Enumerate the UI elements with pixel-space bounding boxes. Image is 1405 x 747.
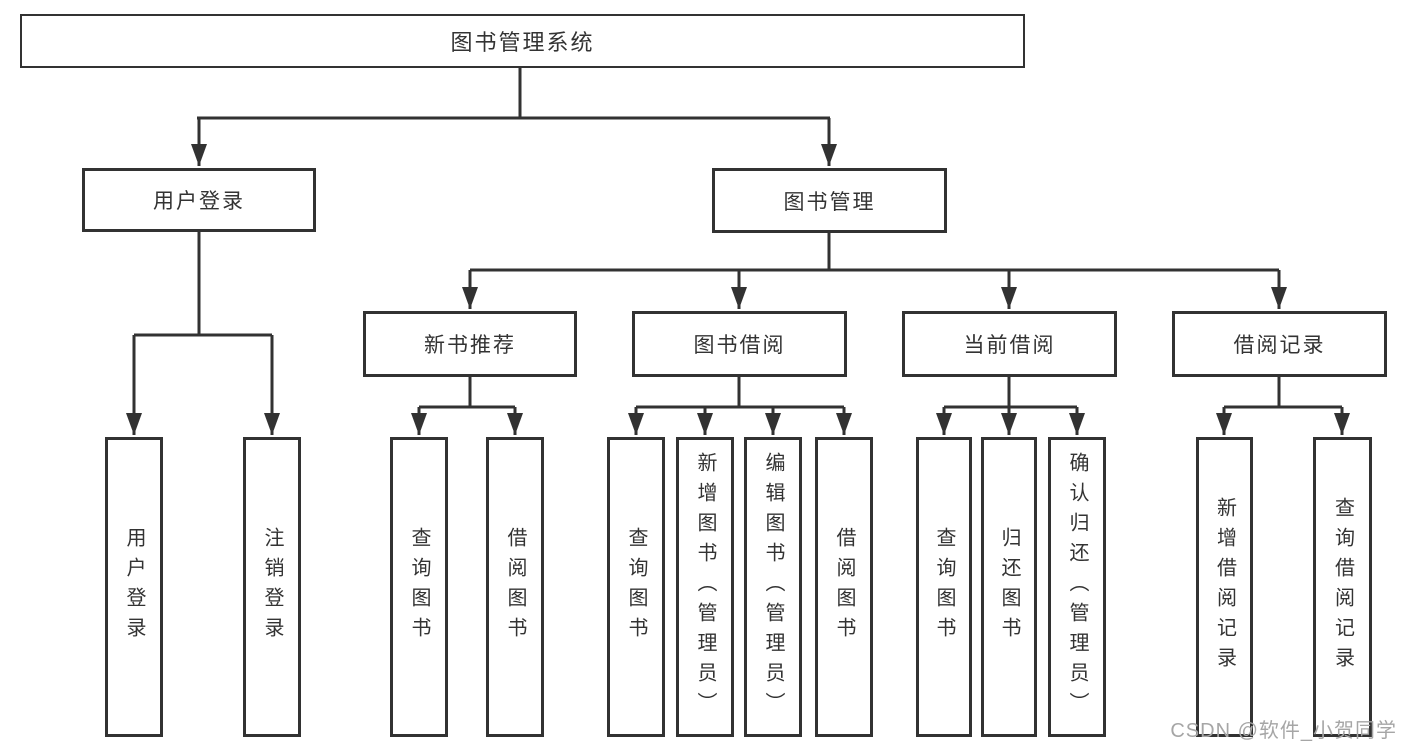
leaf-label: 查询图书 <box>625 527 647 647</box>
node-current-borrow: 当前借阅 <box>902 311 1117 377</box>
connector-user-login-children <box>126 232 280 435</box>
leaf-label: 借阅图书 <box>833 527 855 647</box>
leaf-label: 借阅图书 <box>504 527 526 647</box>
leaf-query-books-current: 查询图书 <box>916 437 972 737</box>
csdn-watermark: CSDN @软件_小贺同学 <box>1170 720 1397 742</box>
node-book-borrow: 图书借阅 <box>632 311 847 377</box>
leaf-return-books: 归还图书 <box>981 437 1037 737</box>
leaf-query-borrow-record: 查询借阅记录 <box>1313 437 1372 737</box>
leaf-label: 查询图书 <box>408 527 430 647</box>
leaf-label: 查询图书 <box>933 527 955 647</box>
leaf-label: 归还图书 <box>998 527 1020 647</box>
node-borrow-records: 借阅记录 <box>1172 311 1387 377</box>
leaf-user-login: 用户登录 <box>105 437 163 737</box>
leaf-confirm-return-admin: 确认归还（管理员） <box>1048 437 1106 737</box>
connector-root-to-level2 <box>191 68 837 166</box>
leaf-label: 编辑图书（管理员） <box>762 452 784 722</box>
node-label: 用户登录 <box>153 190 245 213</box>
leaf-add-books-admin: 新增图书（管理员） <box>676 437 734 737</box>
leaf-borrow-books-recommend: 借阅图书 <box>486 437 544 737</box>
node-user-login: 用户登录 <box>82 168 316 232</box>
leaf-label: 用户登录 <box>123 527 145 647</box>
node-library-management-system: 图书管理系统 <box>20 14 1025 68</box>
leaf-label: 查询借阅记录 <box>1331 497 1354 677</box>
connector-borrow-records-children <box>1216 377 1350 435</box>
node-label: 图书借阅 <box>693 334 786 357</box>
leaf-logout: 注销登录 <box>243 437 301 737</box>
connector-new-book-children <box>411 377 523 435</box>
connector-book-borrow-children <box>628 377 852 435</box>
leaf-label: 注销登录 <box>261 527 283 647</box>
node-book-management: 图书管理 <box>712 168 947 233</box>
node-label: 新书推荐 <box>424 334 516 357</box>
node-label: 借阅记录 <box>1233 334 1326 357</box>
leaf-edit-books-admin: 编辑图书（管理员） <box>744 437 802 737</box>
leaf-label: 新增借阅记录 <box>1213 497 1236 677</box>
node-label: 图书管理 <box>783 190 876 214</box>
leaf-borrow-books: 借阅图书 <box>815 437 873 737</box>
connector-book-management-children <box>462 233 1287 309</box>
leaf-add-borrow-record: 新增借阅记录 <box>1196 437 1253 737</box>
leaf-label: 确认归还（管理员） <box>1066 452 1088 722</box>
node-label: 图书管理系统 <box>450 30 595 55</box>
node-label: 当前借阅 <box>963 334 1056 357</box>
node-new-book-recommend: 新书推荐 <box>363 311 577 377</box>
leaf-label: 新增图书（管理员） <box>694 452 716 722</box>
leaf-query-books-borrow: 查询图书 <box>607 437 665 737</box>
leaf-query-books-recommend: 查询图书 <box>390 437 448 737</box>
connector-current-borrow-children <box>936 377 1085 435</box>
